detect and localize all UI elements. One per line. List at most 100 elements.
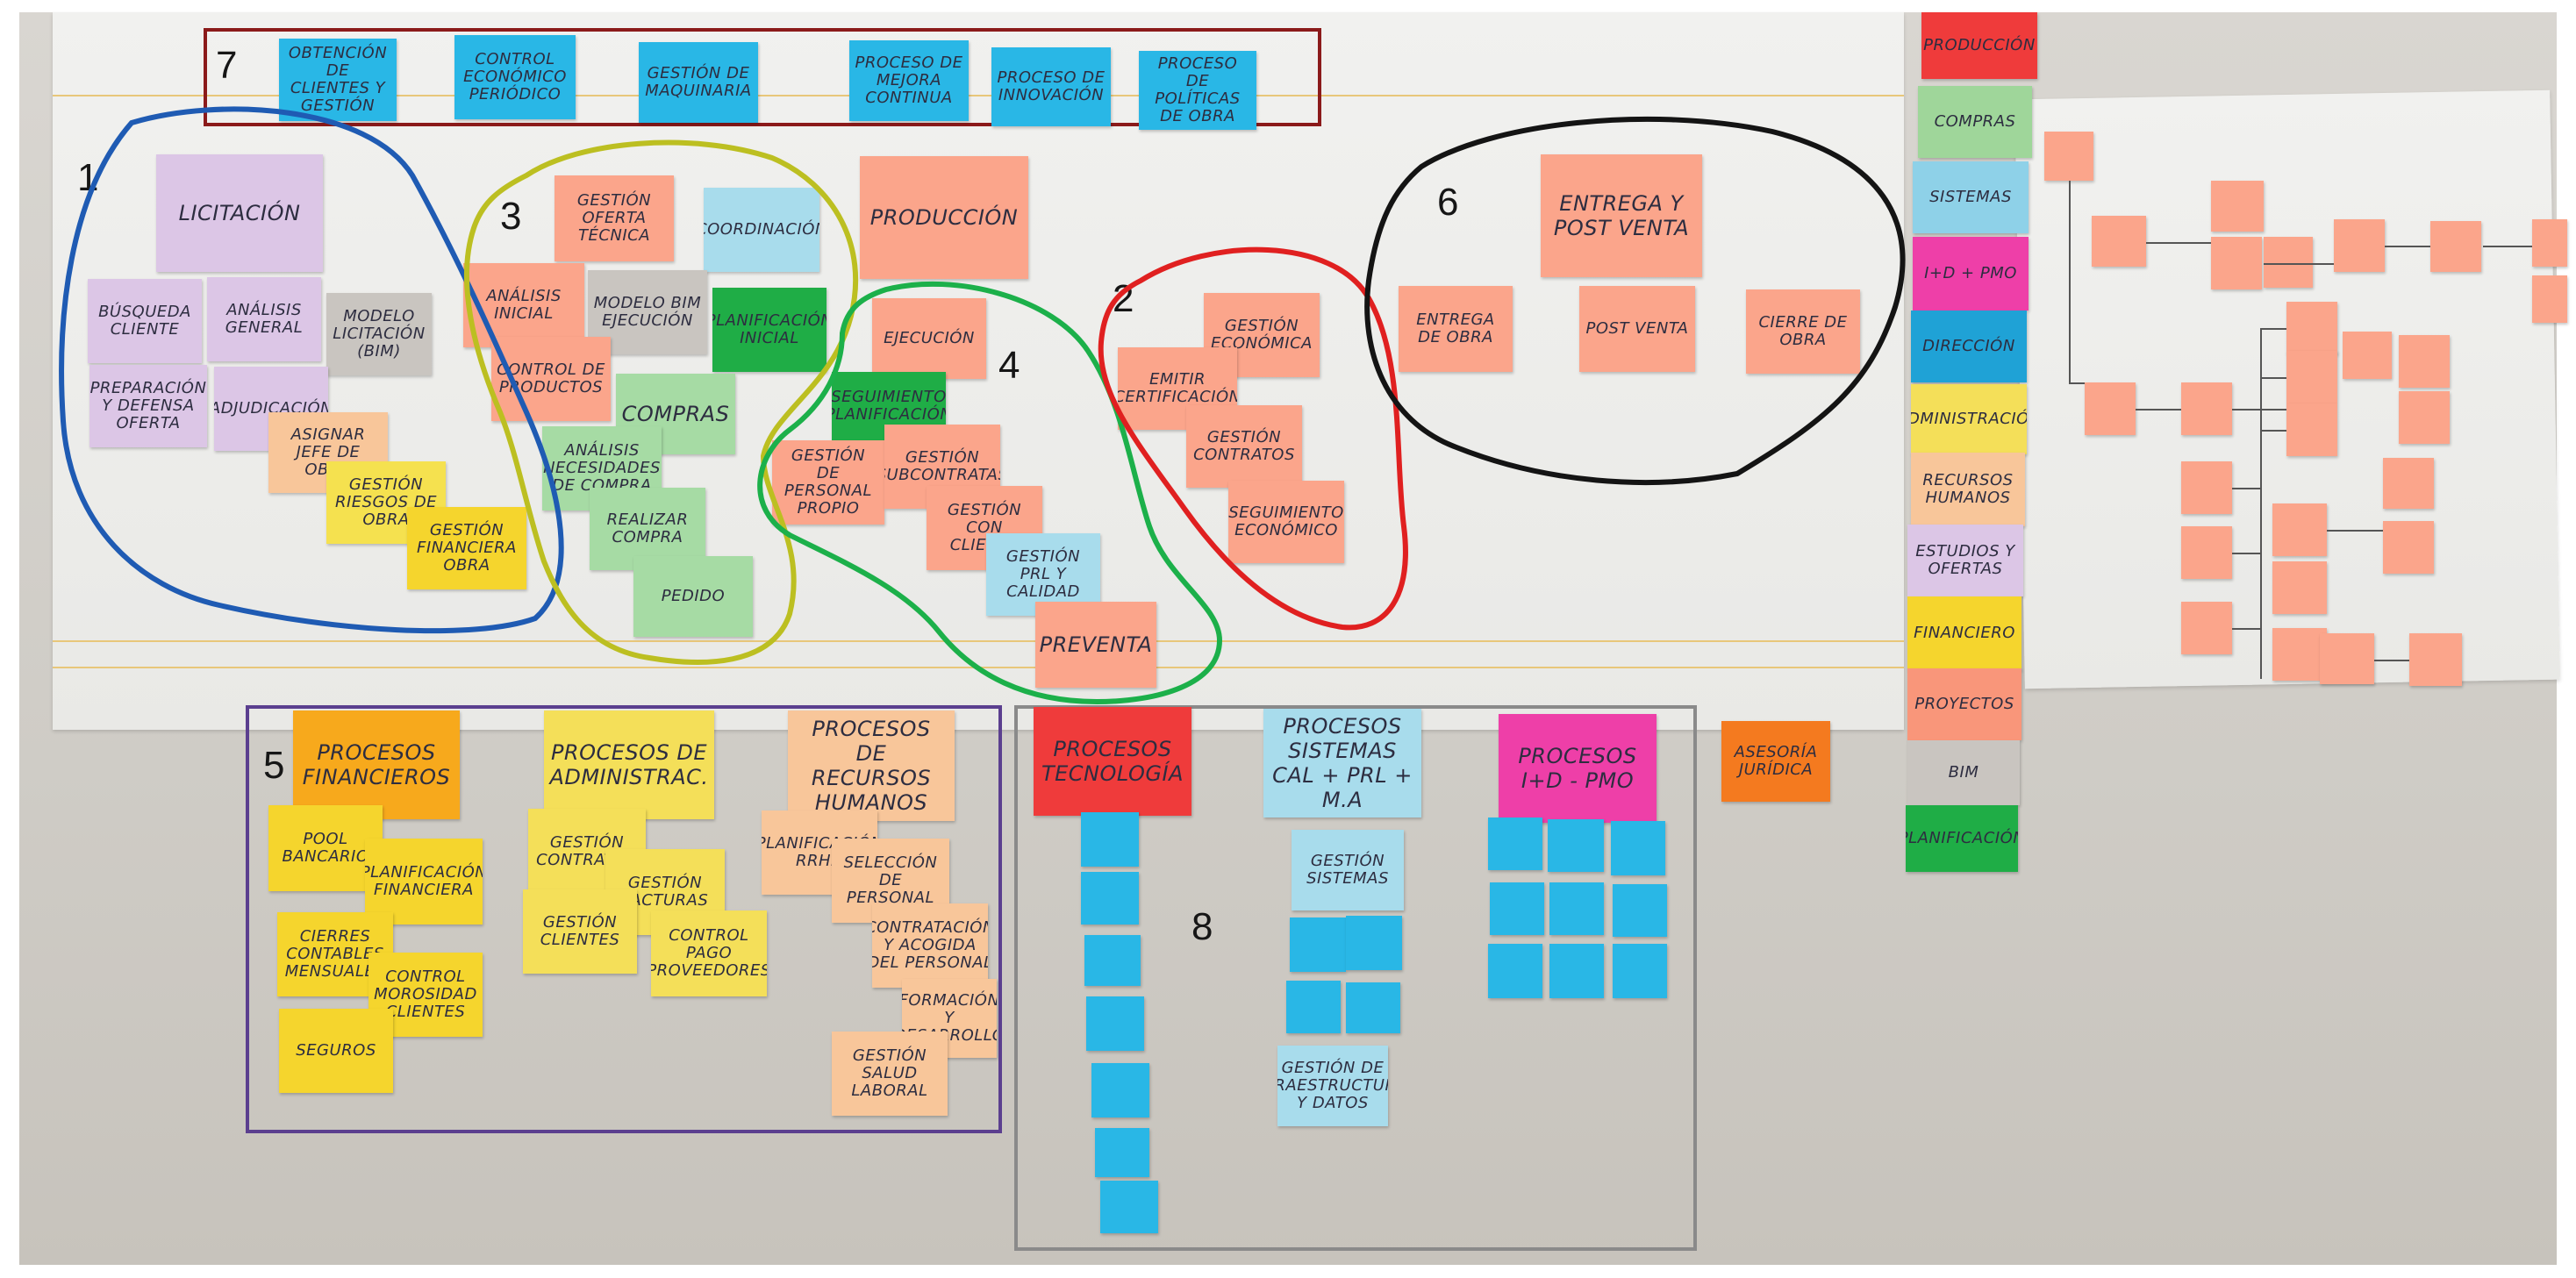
note-gestion-oferta: GESTIÓN OFERTA TÉCNICA — [555, 175, 674, 261]
region-3-number: 3 — [500, 195, 522, 238]
note-seguros: SEGUROS — [279, 1009, 393, 1093]
small-blue-note — [1611, 821, 1665, 875]
flowchart-connector — [2146, 242, 2211, 244]
guide-line — [53, 95, 1904, 96]
flowchart-note — [2286, 403, 2337, 456]
flowchart-note — [2211, 237, 2262, 289]
region-1-outline — [59, 106, 564, 634]
flowchart-note — [2343, 332, 2392, 379]
flowchart-note — [2211, 181, 2264, 232]
note-procesos-tecnologia: PROCESOS TECNOLOGÍA — [1034, 707, 1191, 816]
small-blue-note — [1286, 981, 1341, 1033]
flowchart-connector — [2260, 328, 2262, 679]
legend-produccion: PRODUCCIÓN — [1921, 12, 2037, 79]
flowchart-note — [2286, 351, 2337, 403]
note-procesos-idi: PROCESOS I+D - PMO — [1499, 714, 1657, 823]
flowchart-connector — [2385, 246, 2430, 247]
small-blue-note — [1488, 944, 1542, 998]
small-blue-note — [1086, 996, 1144, 1051]
flowchart-connector — [2260, 377, 2286, 379]
flowchart-note — [2532, 275, 2567, 323]
note-pedido: PEDIDO — [633, 556, 753, 637]
note-preparacion: PREPARACIÓN Y DEFENSA OFERTA — [89, 365, 207, 447]
flowchart-connector — [2483, 246, 2532, 247]
note-busqueda-cliente: BÚSQUEDA CLIENTE — [88, 279, 202, 363]
flowchart-note — [2399, 335, 2450, 388]
note-entrega-postventa: ENTREGA Y POST VENTA — [1541, 154, 1702, 277]
small-blue-note — [1081, 812, 1139, 867]
small-blue-note — [1490, 882, 1544, 935]
small-blue-note — [1081, 872, 1139, 925]
flowchart-note — [2532, 219, 2567, 267]
note-entrega-obra: ENTREGA DE OBRA — [1399, 286, 1513, 372]
note-procesos-sistemas: PROCESOS SISTEMAS CAL + PRL + M.A — [1263, 709, 1421, 817]
region-4-number: 4 — [998, 344, 1020, 387]
flowchart-note — [2181, 526, 2232, 579]
legend-recursos-humanos: RECURSOS HUMANOS — [1911, 453, 2025, 526]
legend-sistemas: SISTEMAS — [1913, 161, 2029, 233]
note-gestion-cliente: GESTIÓN CON CLIENTE — [927, 486, 1042, 570]
note-gestion-contratos: GESTIÓN CONTRATOS — [1186, 405, 1302, 488]
note-compras: COMPRAS — [616, 374, 735, 454]
flowchart-connector — [2069, 181, 2071, 382]
note-top-4: PROCESO DE MEJORA CONTINUA — [849, 40, 969, 121]
small-blue-note — [1549, 944, 1604, 998]
flowchart-note — [2399, 391, 2450, 444]
region-2-outline — [1098, 246, 1408, 631]
region-6-outline — [1364, 116, 1906, 485]
small-blue-note — [1488, 817, 1542, 870]
note-gestion-personal: GESTIÓN DE PERSONAL PROPIO — [772, 440, 884, 525]
legend-idi-pmo: I+D + PMO — [1913, 237, 2029, 311]
note-contratacion: CONTRATACIÓN Y ACOGIDA DEL PERSONAL — [872, 903, 988, 988]
flowchart-connector — [2069, 382, 2085, 384]
region-4-outline — [757, 281, 1223, 705]
small-blue-note — [1346, 982, 1400, 1033]
small-blue-note — [1100, 1181, 1158, 1233]
note-gestion-infra: GESTIÓN DE INFRAESTRUCTURAS Y DATOS — [1277, 1046, 1388, 1126]
legend-administracion: ADMINISTRACIÓN — [1911, 384, 2027, 454]
region-8-number: 8 — [1191, 905, 1213, 948]
note-top-3: GESTIÓN DE MAQUINARIA — [639, 42, 758, 123]
flowchart-connector — [2232, 553, 2260, 554]
note-planificacion-financiera: PLANIFICACIÓN FINANCIERA — [365, 839, 483, 925]
flowchart-note — [2272, 561, 2327, 614]
flowchart-note — [2264, 237, 2313, 288]
flowchart-note — [2272, 503, 2327, 556]
region-7-frame — [204, 28, 1321, 126]
note-analisis-general: ANÁLISIS GENERAL — [207, 277, 321, 361]
flowchart-connector — [2260, 328, 2286, 330]
note-gestion-sistemas: GESTIÓN SISTEMAS — [1292, 830, 1404, 910]
flowchart-connector — [2232, 488, 2260, 489]
note-gestion-salud: GESTIÓN SALUD LABORAL — [832, 1032, 948, 1116]
note-post-venta: POST VENTA — [1579, 286, 1695, 372]
small-blue-note — [1290, 917, 1346, 972]
flowchart-connector — [2260, 430, 2286, 432]
flowchart-note — [2383, 521, 2434, 574]
note-procesos-rrhh: PROCESOS DE RECURSOS HUMANOS — [788, 710, 955, 821]
small-blue-note — [1084, 935, 1141, 986]
note-top-5: PROCESO DE INNOVACIÓN — [991, 47, 1111, 126]
note-procesos-administ: PROCESOS DE ADMINISTRAC. — [544, 710, 714, 819]
legend-bim: BIM — [1907, 740, 2020, 805]
note-analisis-inicial: ANÁLISIS INICIAL — [463, 263, 584, 347]
flowchart-note — [2334, 219, 2385, 272]
flowchart-note — [2430, 221, 2481, 272]
note-gestion-financiera: GESTIÓN FINANCIERA OBRA — [407, 507, 526, 589]
note-planificacion-inicial: PLANIFICACIÓN INICIAL — [712, 288, 826, 372]
note-gestion-clientes: GESTIÓN CLIENTES — [523, 889, 637, 974]
legend-proyectos: PROYECTOS — [1907, 668, 2021, 740]
note-procesos-financieros: PROCESOS FINANCIEROS — [293, 710, 460, 819]
flowchart-note — [2383, 458, 2434, 509]
flowchart-note — [2181, 602, 2232, 654]
flowchart-connector — [2136, 409, 2181, 411]
flowchart-connector — [2374, 660, 2409, 661]
region-7-number: 7 — [216, 44, 238, 87]
flowchart-connector — [2264, 263, 2334, 265]
flowchart-note — [2092, 216, 2146, 267]
small-blue-note — [1613, 944, 1667, 998]
note-top-1: OBTENCIÓN DE CLIENTES Y GESTIÓN — [279, 39, 397, 121]
note-produccion: PRODUCCIÓN — [860, 156, 1028, 279]
flowchart-connector — [2327, 530, 2383, 532]
region-5-frame — [246, 705, 1002, 1133]
